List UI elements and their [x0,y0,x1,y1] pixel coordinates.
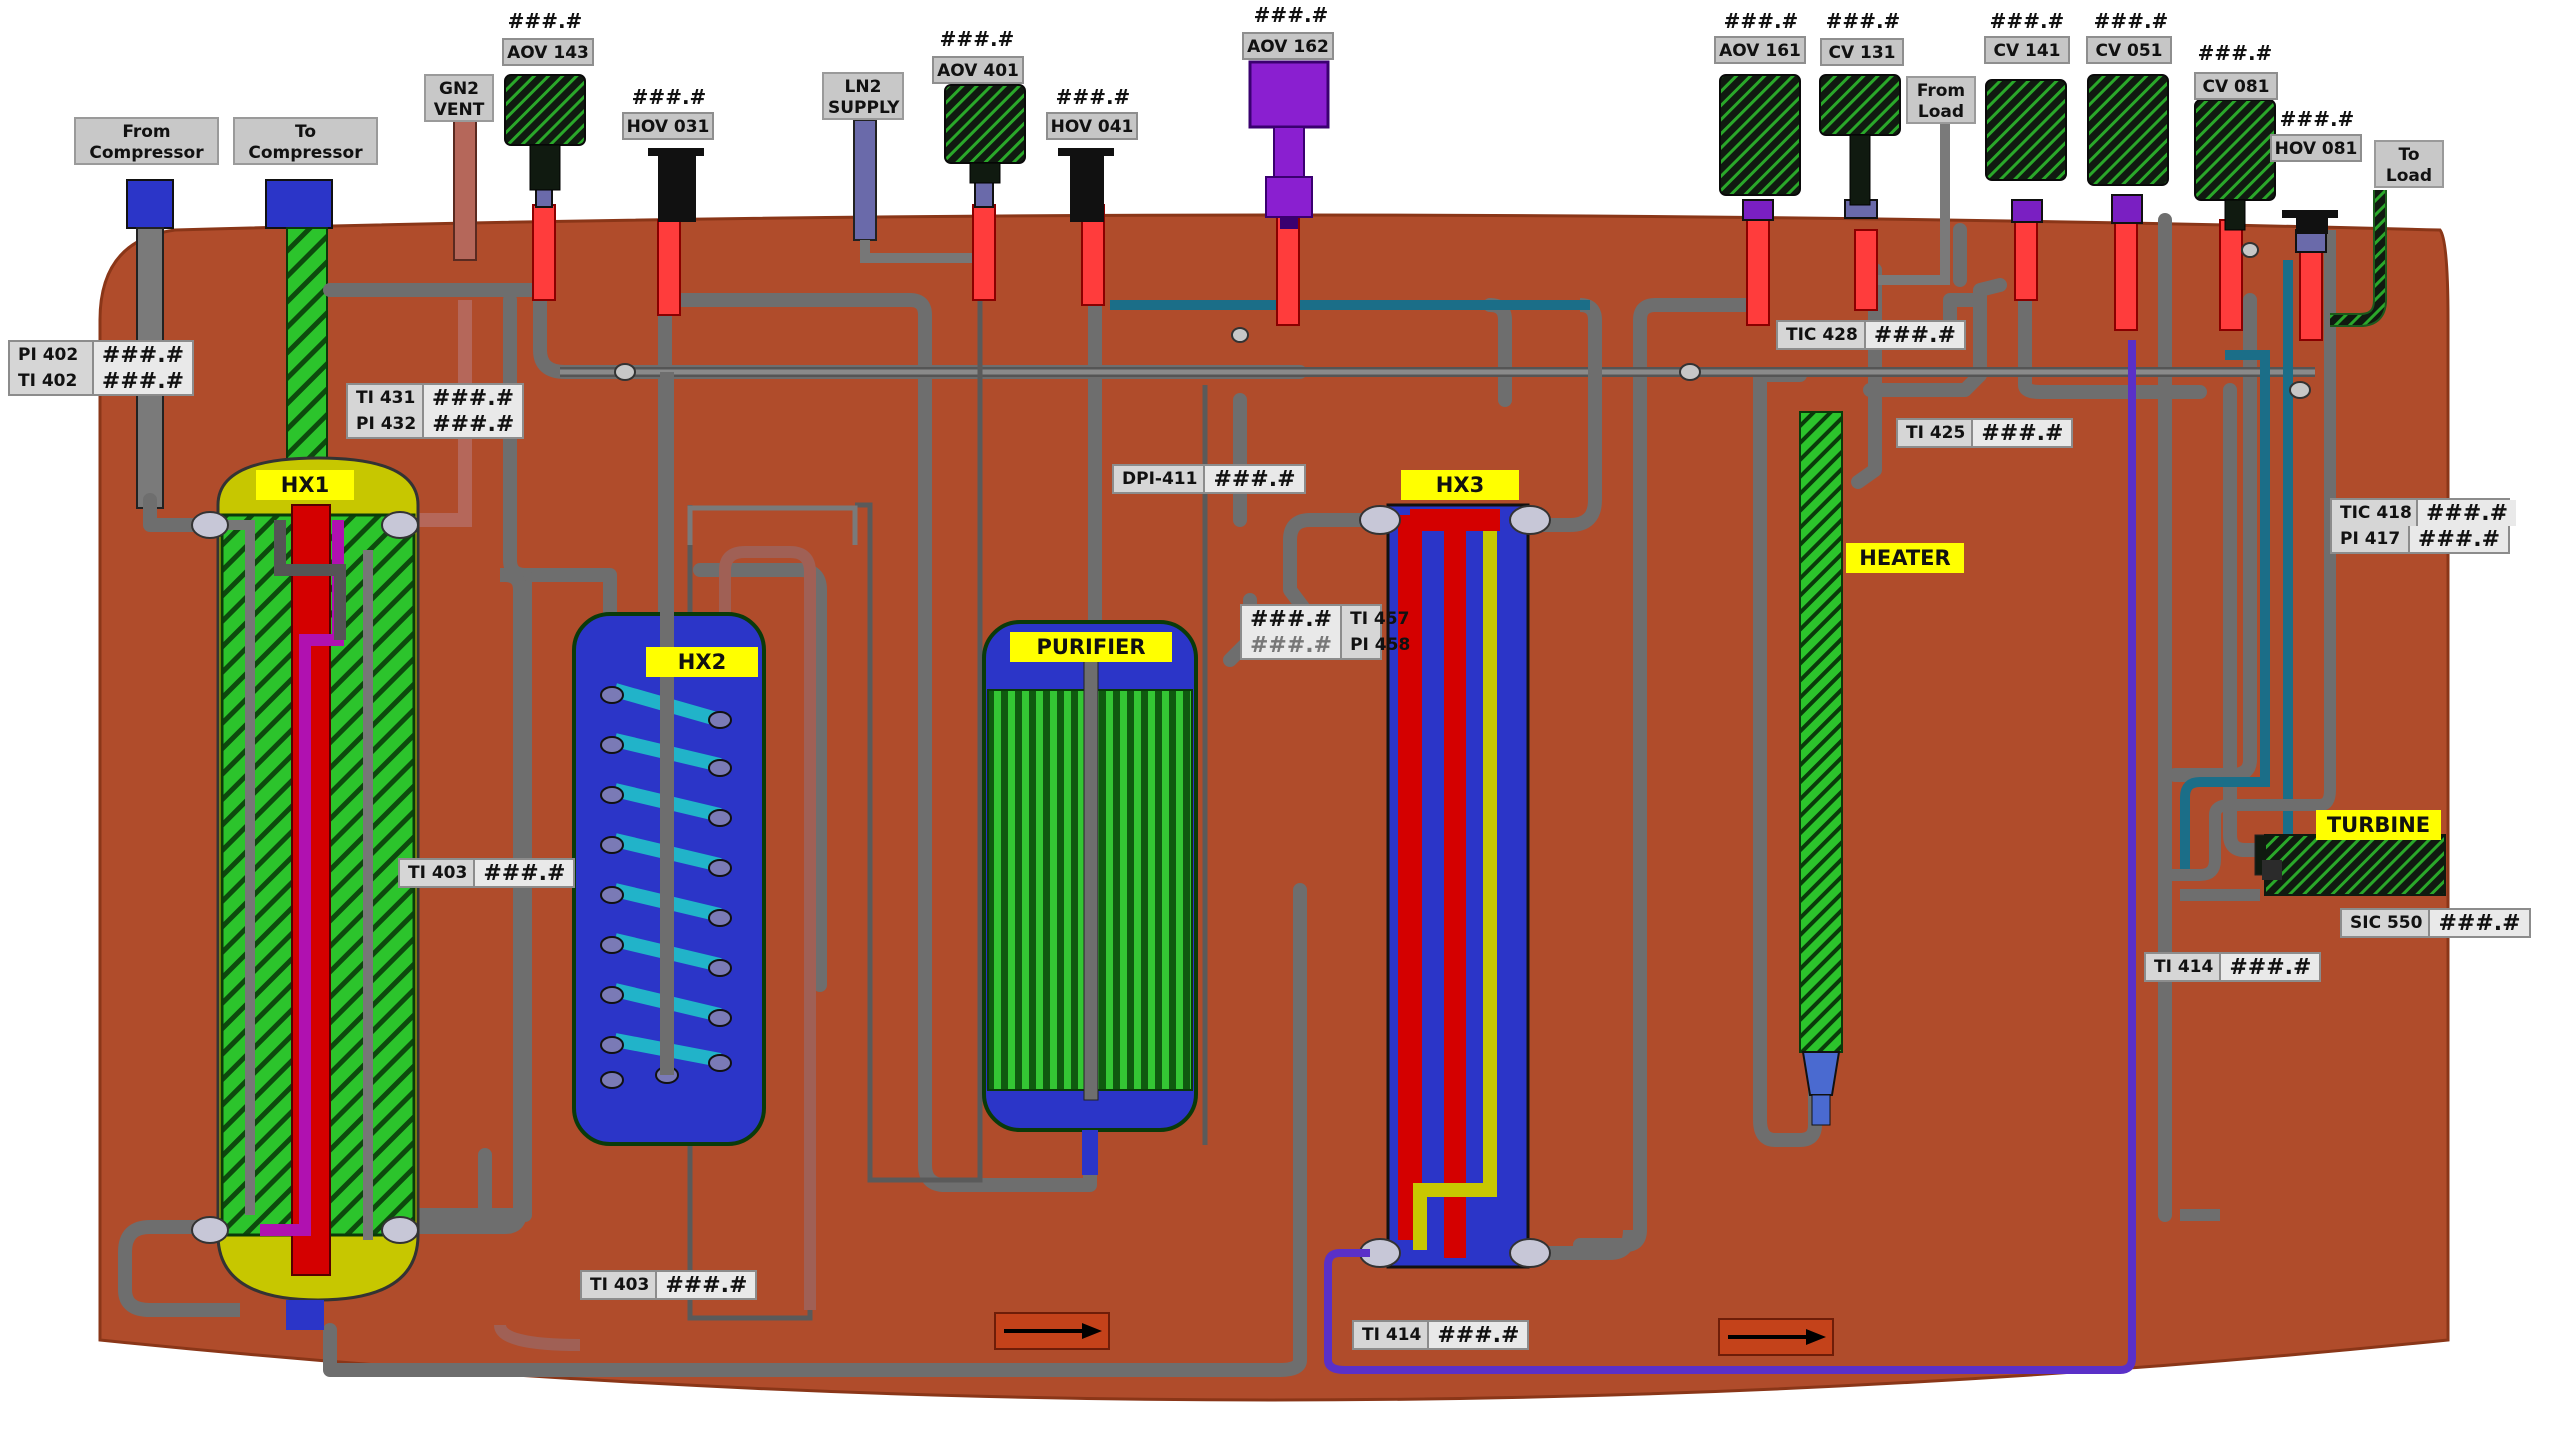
hov031-label[interactable]: HOV 031 [622,112,714,140]
ti403a-value[interactable]: ###.# [473,860,573,886]
turbine-label: TURBINE [2316,810,2441,840]
hx3-label: HX3 [1401,470,1519,500]
dpi411-value[interactable]: ###.# [1203,466,1303,492]
pi402-label: PI 402 [10,345,92,365]
sic550-readout: SIC 550 ###.# [2340,908,2531,938]
pi432-label: PI 432 [348,414,422,434]
hov081-value: ###.# [2272,106,2362,132]
ti425-value[interactable]: ###.# [1971,420,2071,446]
purifier-label: PURIFIER [1010,632,1172,662]
cv081-label[interactable]: CV 081 [2194,72,2278,100]
flow-indicator-2 [1718,1318,1834,1356]
pi402-value[interactable]: ###.# [92,342,192,368]
hov081-label[interactable]: HOV 081 [2270,134,2362,162]
ti431-label: TI 431 [348,388,422,408]
pi417-value[interactable]: ###.# [2408,526,2508,552]
ti403a-readout: TI 403 ###.# [398,858,575,888]
aov162-actuator-icon [1250,62,1328,229]
aov161-value: ###.# [1716,8,1806,34]
cv081-value: ###.# [2190,40,2280,66]
ti457-pi458-readout: ###.#TI 457 ###.#PI 458 [1240,604,1382,660]
ti414a-label: TI 414 [1354,1325,1427,1345]
to-compressor-label: To Compressor [233,117,378,165]
ti431-pi432-readout: TI 431###.# PI 432###.# [346,383,524,439]
ti457-value[interactable]: ###.# [1242,606,1342,632]
from-load-label: From Load [1906,76,1976,124]
gn2-vent-label: GN2 VENT [424,74,494,122]
hov041-value: ###.# [1048,84,1138,110]
ti414b-value[interactable]: ###.# [2219,954,2319,980]
aov162-value: ###.# [1246,2,1336,28]
flow-indicator-1 [994,1312,1110,1350]
ti425-label: TI 425 [1898,423,1971,443]
hx2-label: HX2 [646,647,758,677]
heater-label: HEATER [1846,543,1964,573]
ti402-label: TI 402 [10,371,92,391]
aov161-label[interactable]: AOV 161 [1714,36,1806,64]
cv131-label[interactable]: CV 131 [1820,38,1904,66]
dpi411-label: DPI-411 [1114,469,1203,489]
pi417-label: PI 417 [2332,529,2408,549]
ln2-supply-label: LN2 SUPPLY [822,72,904,120]
cv141-label[interactable]: CV 141 [1984,36,2070,64]
aov162-label[interactable]: AOV 162 [1242,32,1334,60]
right-arrow-head-icon [1082,1323,1102,1339]
pi458-label: PI 458 [1342,635,1416,655]
hov041-label[interactable]: HOV 041 [1046,112,1138,140]
right-arrow-head-icon [1806,1329,1826,1345]
from-compressor-label: From Compressor [74,117,219,165]
cv051-value: ###.# [2086,8,2176,34]
ti414b-readout: TI 414 ###.# [2144,952,2321,982]
pi458-value[interactable]: ###.# [1242,632,1342,658]
ti414b-label: TI 414 [2146,957,2219,977]
ti403b-label: TI 403 [582,1275,655,1295]
pi402-ti402-readout: PI 402###.# TI 402###.# [8,340,194,396]
heater-element [1800,412,1842,1125]
tic418-value[interactable]: ###.# [2416,500,2516,526]
aov401-label[interactable]: AOV 401 [932,56,1024,84]
ti457-label: TI 457 [1342,609,1415,629]
ti431-value[interactable]: ###.# [422,385,522,411]
ti402-value[interactable]: ###.# [92,368,192,394]
tic418-label: TIC 418 [2332,503,2416,523]
ti414a-readout: TI 414 ###.# [1352,1320,1529,1350]
ti403b-value[interactable]: ###.# [655,1272,755,1298]
ti403b-readout: TI 403 ###.# [580,1270,757,1300]
purifier-vessel [984,622,1196,1175]
ti403a-label: TI 403 [400,863,473,883]
sic550-value[interactable]: ###.# [2428,910,2528,936]
hx1-exchanger [192,458,418,1330]
cv051-label[interactable]: CV 051 [2086,36,2172,64]
to-load-label: To Load [2374,140,2444,188]
aov143-value: ###.# [500,8,590,34]
aov401-value: ###.# [932,26,1022,52]
dpi411-readout: DPI-411 ###.# [1112,464,1306,494]
aov143-label[interactable]: AOV 143 [502,38,594,66]
hov031-value: ###.# [624,84,714,110]
ti425-readout: TI 425 ###.# [1896,418,2073,448]
cv131-value: ###.# [1818,8,1908,34]
cv141-value: ###.# [1982,8,2072,34]
tic428-label: TIC 428 [1778,325,1864,345]
tic428-value[interactable]: ###.# [1864,322,1964,348]
sic550-label: SIC 550 [2342,913,2428,933]
ti414a-value[interactable]: ###.# [1427,1322,1527,1348]
pi432-value[interactable]: ###.# [422,411,522,437]
tic418-pi417-readout: TIC 418###.# PI 417###.# [2330,498,2510,554]
hx1-label: HX1 [256,470,354,500]
tic428-readout: TIC 428 ###.# [1776,320,1966,350]
